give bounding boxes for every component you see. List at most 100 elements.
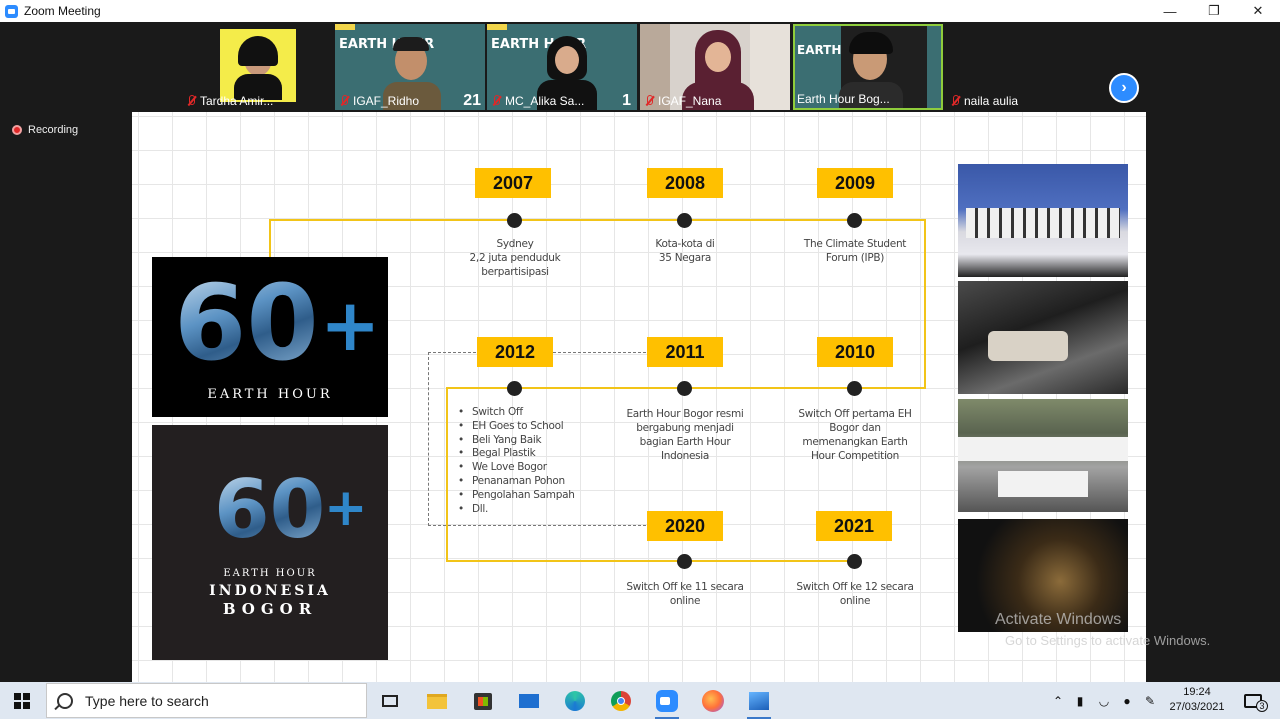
logo-line3: BOGOR: [222, 600, 318, 618]
timeline-dot: [677, 554, 692, 569]
timeline-dot: [677, 213, 692, 228]
recording-indicator[interactable]: Recording: [12, 124, 78, 136]
notification-center-button[interactable]: 3: [1238, 682, 1268, 719]
year-label-2020: 2020: [647, 511, 723, 541]
timeline-line: [269, 219, 271, 257]
overlay-number: 1: [622, 92, 631, 109]
next-participants-button[interactable]: ›: [1109, 73, 1139, 103]
logo-plus: +: [324, 478, 368, 538]
timeline-line: [446, 387, 448, 562]
year-label-2021: 2021: [816, 511, 892, 541]
chevron-up-icon[interactable]: ⌃: [1052, 693, 1064, 708]
activate-windows-subtitle: Go to Settings to activate Windows.: [1005, 633, 1211, 648]
chevron-right-icon: ›: [1121, 79, 1127, 96]
logo-number: 60: [214, 463, 326, 556]
logo-number: 60: [174, 262, 319, 384]
logo-caption: EARTH HOUR: [207, 387, 333, 402]
store-icon[interactable]: [469, 687, 497, 715]
timeline-dot: [507, 213, 522, 228]
logo-plus: +: [320, 283, 381, 367]
earth-hour-logo-top: 60 + EARTH HOUR: [152, 257, 388, 417]
zoom-app-icon: [5, 4, 18, 18]
activate-windows-title: Activate Windows: [995, 611, 1122, 628]
mic-muted-icon: [491, 95, 501, 107]
file-explorer-icon[interactable]: [423, 687, 451, 715]
year-label-2010: 2010: [817, 337, 893, 367]
timeline-dot: [507, 381, 522, 396]
year-label-2011: 2011: [647, 337, 723, 367]
clock-date: 27/03/2021: [1169, 701, 1225, 713]
mic-muted-icon: [186, 95, 196, 107]
pen-icon[interactable]: ✎: [1144, 693, 1156, 708]
participant-tile[interactable]: IGAF_Nana: [640, 24, 790, 110]
taskbar-search[interactable]: Type here to search: [46, 683, 367, 718]
taskbar-clock[interactable]: 19:24 27/03/2021: [1168, 685, 1226, 715]
event-photo: [958, 399, 1128, 512]
edge-icon[interactable]: [561, 687, 589, 715]
firefox-icon[interactable]: [699, 687, 727, 715]
start-button[interactable]: [0, 682, 44, 719]
year-label-2012: 2012: [477, 337, 553, 367]
search-icon: [57, 692, 73, 709]
record-icon: [12, 125, 22, 135]
shared-slide: 60 + EARTH HOUR 60 + EARTH HOUR INDONESI…: [132, 112, 1146, 682]
logo-line2: INDONESIA: [209, 583, 331, 599]
year-label-2008: 2008: [647, 168, 723, 198]
windows-icon: [14, 692, 30, 709]
window-title: Zoom Meeting: [24, 4, 101, 18]
system-tray: ⌃ ▮ ◡ ● ✎: [1048, 682, 1168, 719]
participant-name: Earth Hour Bog...: [797, 92, 890, 106]
timeline-bullets-2012: Switch Off EH Goes to School Beli Yang B…: [458, 406, 575, 516]
participant-name: IGAF_Nana: [658, 94, 722, 108]
chrome-icon[interactable]: [607, 687, 635, 715]
minimize-button[interactable]: —: [1163, 3, 1177, 19]
zoom-taskbar-icon[interactable]: [653, 687, 681, 719]
notification-badge: 3: [1256, 700, 1268, 712]
year-label-2007: 2007: [475, 168, 551, 198]
mic-muted-icon: [644, 95, 654, 107]
participant-strip: Tardha Amir... EARTH HOUR 21 IGAF_Ridho …: [0, 22, 1280, 112]
clock-time: 19:24: [1183, 686, 1211, 698]
participant-tile[interactable]: Tardha Amir...: [182, 24, 332, 110]
mail-icon[interactable]: [515, 687, 543, 715]
event-photo: [958, 281, 1128, 394]
event-photo: [958, 519, 1128, 632]
year-label-2009: 2009: [817, 168, 893, 198]
recording-label: Recording: [28, 124, 79, 136]
participant-name: naila aulia: [964, 94, 1019, 108]
participant-tile[interactable]: EARTH HOUR 21 IGAF_Ridho: [335, 24, 485, 110]
timeline-line: [924, 219, 926, 389]
mic-muted-icon: [339, 95, 349, 107]
close-button[interactable]: ✕: [1252, 3, 1264, 18]
timeline-line: [269, 219, 926, 221]
battery-icon[interactable]: ▮: [1076, 693, 1084, 708]
participant-name: MC_Alika Sa...: [505, 94, 585, 108]
mic-muted-icon: [950, 95, 960, 107]
participant-name: IGAF_Ridho: [353, 94, 420, 108]
task-view-icon[interactable]: [376, 687, 404, 715]
timeline-dot: [847, 213, 862, 228]
participant-tile[interactable]: EARTH HOUR 1 MC_Alika Sa...: [487, 24, 637, 110]
timeline-line: [446, 560, 856, 562]
overlay-number: 21: [463, 92, 481, 109]
participant-tile-active-speaker[interactable]: EARTH HOUR Earth Hour Bog...: [793, 24, 943, 110]
wifi-icon[interactable]: ◡: [1098, 693, 1110, 708]
participant-tile[interactable]: naila aulia: [946, 24, 1096, 110]
microphone-icon[interactable]: ●: [1123, 693, 1131, 708]
search-placeholder: Type here to search: [85, 692, 209, 709]
taskbar: Type here to search ⌃ ▮ ◡ ● ✎ 19:24 27/0…: [0, 682, 1280, 719]
timeline-dot: [847, 381, 862, 396]
participant-name: Tardha Amir...: [200, 94, 274, 108]
photos-icon[interactable]: [745, 687, 773, 719]
timeline-dot: [847, 554, 862, 569]
title-bar: Zoom Meeting — ❐ ✕: [0, 0, 1280, 22]
earth-hour-bogor-logo: 60 + EARTH HOUR INDONESIA BOGOR: [152, 425, 388, 660]
timeline-dot: [677, 381, 692, 396]
restore-button[interactable]: ❐: [1208, 3, 1220, 18]
